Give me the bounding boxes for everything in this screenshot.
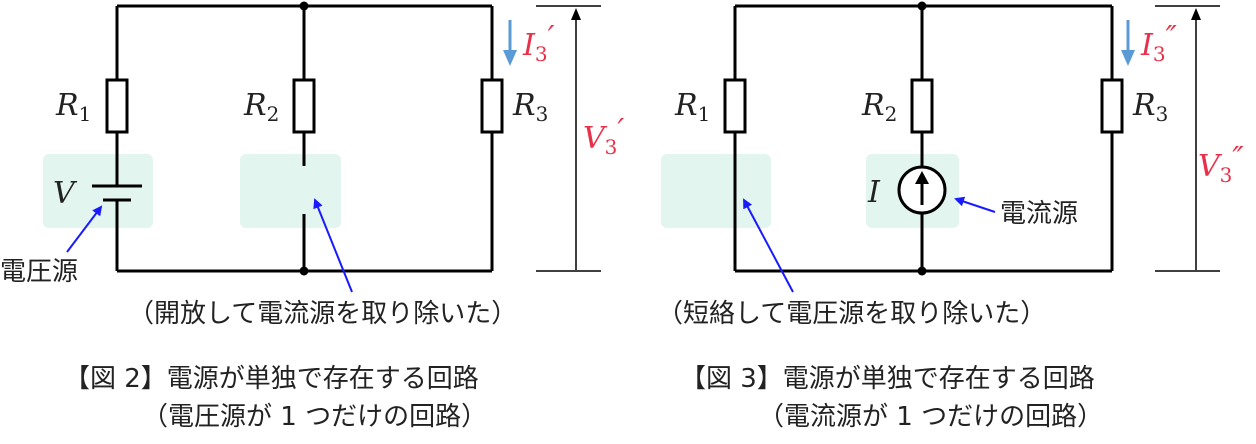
- r3-label: R3: [1132, 88, 1168, 126]
- figure-3-caption-line1: 【図 3】電源が単独で存在する回路: [680, 364, 1095, 394]
- junction-bottom: [299, 266, 309, 276]
- current-arrowhead-i3-double-prime: [1121, 50, 1135, 66]
- battery-symbol: [92, 184, 142, 202]
- r3-label: R3: [512, 88, 548, 126]
- pointer-to-open-circuit: [313, 198, 353, 293]
- figure-3: R1 R2 R3 I I3″ V3″ 電流源 （短絡して電圧源を取り除いた） 【…: [657, 1, 1244, 432]
- figure-2: R1 R2 R3 V I3′ V3′ 電圧源 （開放して電流源を取り除いた） 【…: [0, 1, 624, 432]
- figure-2-caption-line2: （電圧源が 1 つだけの回路）: [142, 402, 487, 432]
- figure-3-caption-line2: （電流源が 1 つだけの回路）: [758, 402, 1103, 432]
- junction-bottom: [917, 266, 927, 276]
- open-circuit-note: （開放して電流源を取り除いた）: [128, 299, 517, 329]
- junction-top: [299, 1, 309, 11]
- i3-double-prime-label: I3″: [1140, 20, 1178, 66]
- open-circuit-highlight: [240, 154, 341, 228]
- wires: [733, 4, 1114, 273]
- voltage-source-highlight: [43, 154, 153, 228]
- resistor-r3: [480, 78, 504, 134]
- junction-top: [917, 1, 927, 11]
- v3-prime-arrowhead: [571, 8, 581, 20]
- v3-double-prime-label: V3″: [1198, 141, 1244, 187]
- i-label: I: [867, 175, 881, 210]
- resistor-r1: [723, 78, 747, 134]
- v3-prime-label: V3′: [583, 113, 624, 159]
- pointer-to-current-source: [954, 196, 996, 213]
- short-circuit-note: （短絡して電圧源を取り除いた）: [657, 299, 1046, 329]
- r1-label: R1: [55, 88, 91, 126]
- resistor-r3: [1100, 78, 1124, 134]
- current-source-label: 電流源: [1000, 199, 1078, 229]
- wires: [115, 4, 494, 273]
- resistor-r2: [292, 78, 316, 134]
- v-label: V: [53, 176, 78, 211]
- pointer-to-short-circuit: [743, 198, 794, 293]
- figure-2-caption-line1: 【図 2】電源が単独で存在する回路: [64, 364, 479, 394]
- resistor-r1: [105, 78, 129, 134]
- resistor-r2: [910, 78, 934, 134]
- r2-label: R2: [861, 88, 897, 126]
- short-circuit-highlight: [661, 154, 771, 228]
- v3-double-prime-arrowhead: [1191, 8, 1201, 20]
- r2-label: R2: [243, 88, 279, 126]
- current-source-arrowhead: [915, 171, 929, 184]
- i3-prime-label: I3′: [522, 20, 555, 66]
- current-arrowhead-i3-prime: [503, 50, 517, 66]
- pointer-to-voltage-source: [66, 205, 103, 253]
- voltage-source-label: 電圧源: [0, 257, 78, 287]
- r1-label: R1: [674, 88, 710, 126]
